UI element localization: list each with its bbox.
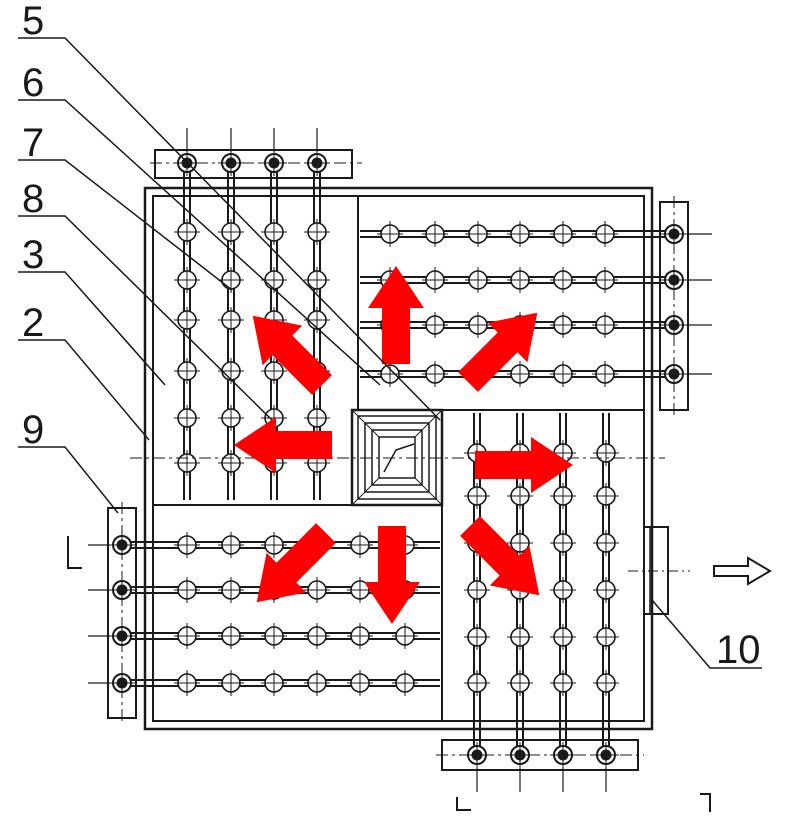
red-flow-arrow-shape (252, 315, 332, 395)
central-hopper (350, 408, 444, 507)
red-flow-arrow-icon (475, 437, 573, 493)
flow-arrows (234, 266, 573, 624)
label-2: 2 (22, 301, 44, 345)
label-8: 8 (22, 177, 44, 221)
red-flow-arrow-shape (364, 526, 420, 624)
outlet-duct (628, 526, 690, 615)
red-flow-arrow-icon (368, 266, 424, 364)
red-flow-arrow-shape (475, 437, 573, 493)
label-9: 9 (22, 408, 44, 452)
red-flow-arrow-icon (252, 315, 332, 395)
outer-casing (143, 186, 654, 731)
red-flow-arrow-shape (458, 312, 538, 392)
red-flow-arrow-icon (458, 312, 538, 392)
red-flow-arrow-shape (460, 516, 540, 596)
red-flow-arrow-icon (234, 417, 332, 473)
leader-lines (18, 37, 762, 669)
label-3: 3 (22, 233, 44, 277)
red-flow-arrow-icon (460, 516, 540, 596)
red-flow-arrow-shape (234, 417, 332, 473)
pipe-grids (88, 128, 712, 792)
label-7: 7 (22, 121, 44, 165)
red-flow-arrow-icon (364, 526, 420, 624)
label-5: 5 (22, 0, 44, 43)
red-flow-arrow-shape (256, 523, 336, 603)
outlet-arrow-icon (713, 556, 772, 586)
red-flow-arrow-icon (256, 523, 336, 603)
red-flow-arrow-shape (368, 266, 424, 364)
label-10: 10 (716, 628, 761, 672)
section-mark-icon (67, 536, 711, 812)
headers (107, 149, 689, 771)
label-6: 6 (22, 61, 44, 105)
